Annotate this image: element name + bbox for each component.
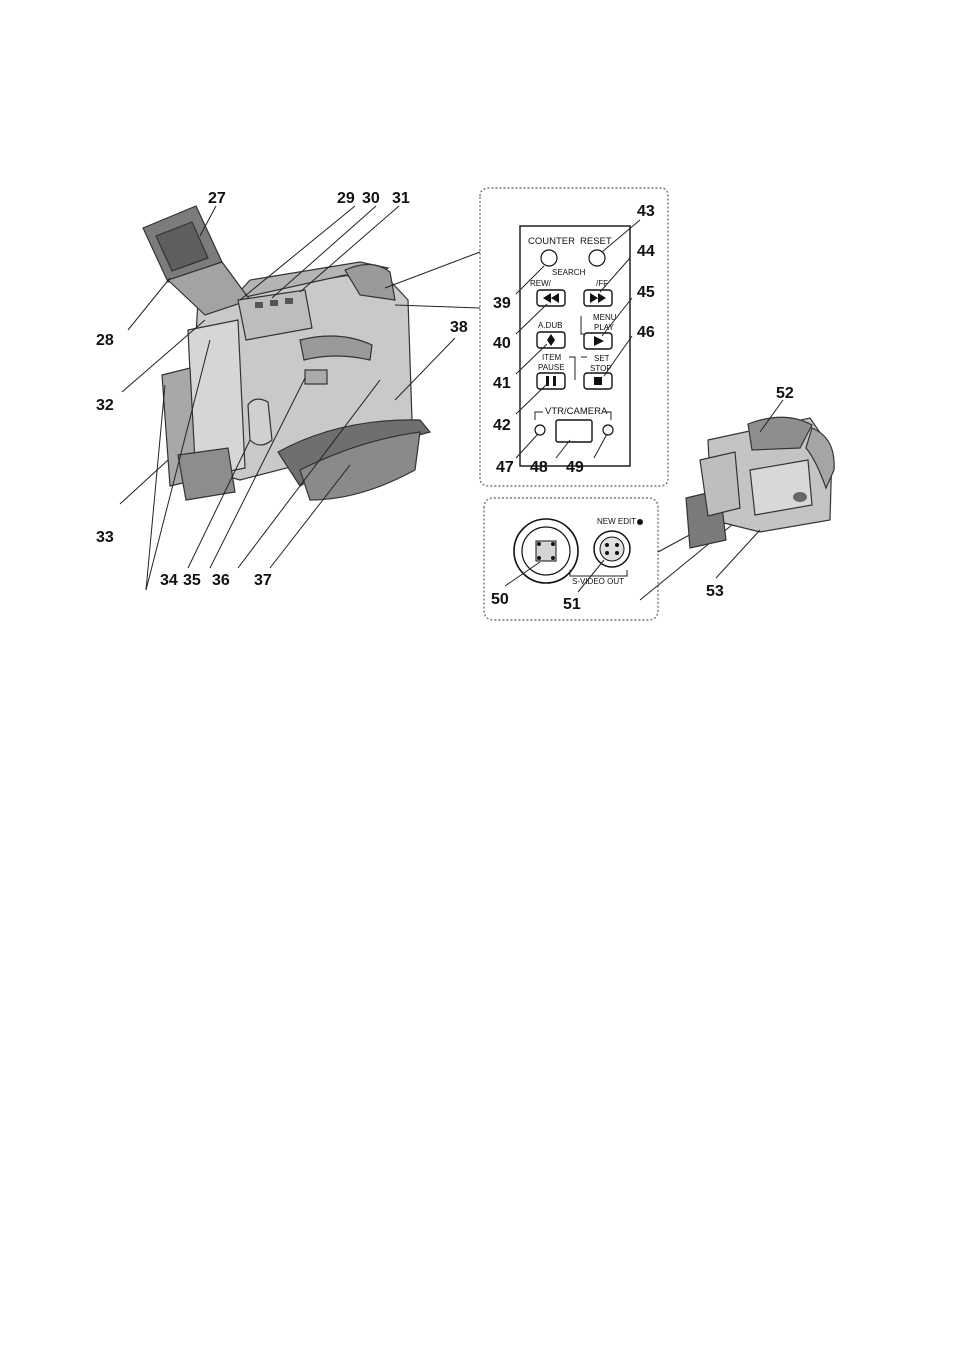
counter-label: COUNTER [528, 236, 575, 247]
callout-36: 36 [212, 572, 230, 589]
camera-lamp [603, 425, 613, 435]
callout-46: 46 [637, 324, 655, 341]
adub-button[interactable] [537, 332, 565, 348]
callout-49: 49 [566, 459, 584, 476]
reset-label: RESET [580, 236, 612, 247]
ff-label: /FF [596, 279, 608, 288]
callout-45: 45 [637, 284, 655, 301]
callout-33: 33 [96, 529, 114, 546]
pause-label: PAUSE [538, 363, 565, 372]
callout-41: 41 [493, 375, 511, 392]
rew-button[interactable] [537, 290, 565, 306]
svideo-out-label: S-VIDEO OUT [572, 577, 624, 586]
new-edit-indicator [637, 519, 643, 525]
play-button[interactable] [584, 333, 612, 349]
rew-label: REW/ [530, 279, 552, 288]
callout-28: 28 [96, 332, 114, 349]
callout-38: 38 [450, 319, 468, 336]
callout-35: 35 [183, 572, 201, 589]
svideo-jack[interactable] [594, 531, 630, 567]
vtr-camera-label: VTR/CAMERA [545, 406, 608, 417]
callout-39: 39 [493, 295, 511, 312]
callout-53: 53 [706, 583, 724, 600]
callout-51: 51 [563, 596, 581, 613]
callout-31: 31 [392, 190, 410, 207]
stop-button[interactable] [584, 373, 612, 389]
callout-43: 43 [637, 203, 655, 220]
callout-37: 37 [254, 572, 272, 589]
callout-48: 48 [530, 459, 548, 476]
callout-50: 50 [491, 591, 509, 608]
callout-52: 52 [776, 385, 794, 402]
callout-32: 32 [96, 397, 114, 414]
callout-30: 30 [362, 190, 380, 207]
callout-34: 34 [160, 572, 178, 589]
new-edit-label: NEW EDIT [597, 517, 636, 526]
adub-label: A.DUB [538, 321, 562, 330]
callout-42: 42 [493, 417, 511, 434]
small-camcorder-illustration [686, 417, 834, 548]
counter-button[interactable] [541, 250, 557, 266]
ff-button[interactable] [584, 290, 612, 306]
vtr-lamp [535, 425, 545, 435]
camcorder-illustration [143, 206, 430, 500]
stop-icon [594, 377, 602, 385]
stop-label: STOP [590, 364, 612, 373]
reset-button[interactable] [589, 250, 605, 266]
search-label: SEARCH [552, 268, 586, 277]
item-label: ITEM [542, 353, 561, 362]
vtr-camera-switch[interactable] [556, 420, 592, 442]
menu-label: MENU [593, 313, 617, 322]
callout-40: 40 [493, 335, 511, 352]
viewfinder [143, 206, 250, 315]
callout-47: 47 [496, 459, 514, 476]
callout-44: 44 [637, 243, 655, 260]
set-label: SET [594, 354, 610, 363]
pause-button[interactable] [537, 373, 565, 389]
callout-27: 27 [208, 190, 226, 207]
callout-29: 29 [337, 190, 355, 207]
